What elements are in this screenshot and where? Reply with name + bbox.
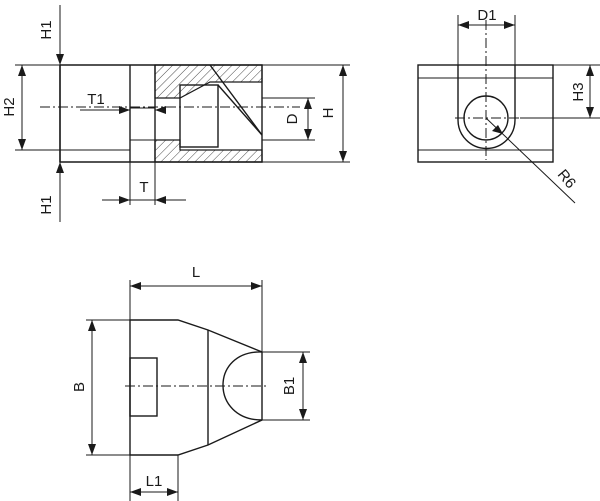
dim-l: L bbox=[192, 264, 200, 281]
section-hatch-upper bbox=[154, 64, 263, 99]
top-body-outline bbox=[129, 319, 263, 456]
dim-t: T bbox=[139, 179, 148, 196]
section-hatch-lower bbox=[154, 139, 263, 163]
dim-r6: R6 bbox=[554, 166, 579, 192]
dim-d: D bbox=[284, 113, 301, 124]
dim-d1: D1 bbox=[477, 7, 496, 24]
dim-b: B bbox=[71, 382, 88, 392]
front-dimensions: H1 H1 H2 T1 T D bbox=[1, 5, 350, 222]
bore-outline bbox=[179, 84, 219, 148]
dim-h: H bbox=[320, 108, 337, 119]
top-view bbox=[125, 319, 268, 456]
dim-l1: L1 bbox=[146, 473, 163, 490]
top-dimensions: L B B1 L1 bbox=[71, 264, 310, 501]
side-dimensions: D1 H3 R6 bbox=[457, 7, 600, 204]
dim-h1-bottom: H1 bbox=[38, 195, 55, 214]
dim-h2: H2 bbox=[1, 97, 18, 116]
dim-b1: B1 bbox=[281, 377, 298, 395]
front-view bbox=[40, 15, 300, 163]
dim-h3: H3 bbox=[570, 82, 587, 101]
side-view bbox=[417, 20, 554, 163]
dim-t1: T1 bbox=[87, 91, 105, 108]
dim-h1-top: H1 bbox=[38, 20, 55, 39]
top-tenon bbox=[129, 357, 158, 417]
